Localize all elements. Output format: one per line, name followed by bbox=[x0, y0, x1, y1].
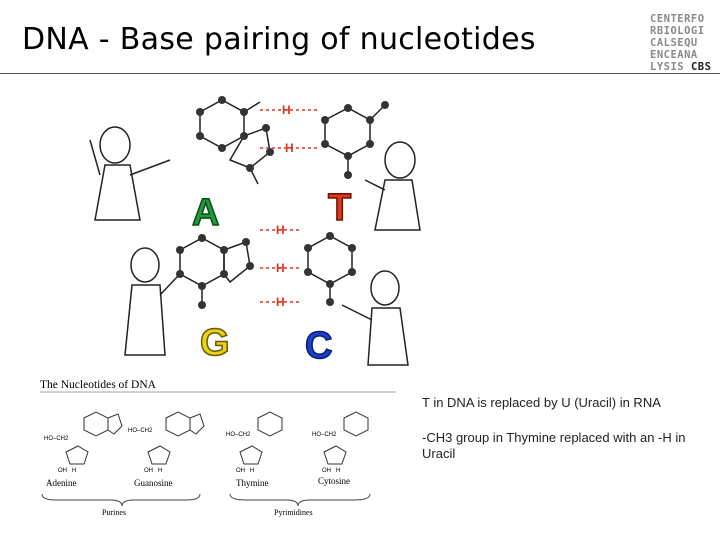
scientist-cartoon bbox=[89, 126, 171, 221]
atom-label: H bbox=[336, 468, 340, 474]
atom-label: HO–CH2 bbox=[128, 428, 153, 434]
logo-line: RBIOLOGI bbox=[650, 25, 705, 37]
logo-line: CENTERFO bbox=[650, 13, 705, 25]
note-uracil: T in DNA is replaced by U (Uracil) in RN… bbox=[422, 395, 661, 410]
logo-line: CALSEQU bbox=[650, 37, 698, 49]
atom-label: HO–CH2 bbox=[312, 432, 337, 438]
atom-label: OH bbox=[144, 468, 153, 474]
atom-label: OH bbox=[322, 468, 331, 474]
scientist-cartoon bbox=[124, 247, 179, 356]
logo-line-text: LYSIS bbox=[650, 61, 685, 73]
letter-g: G bbox=[200, 322, 230, 364]
logo-cbs: CBS bbox=[690, 61, 712, 73]
nucleotide-name: Thymine bbox=[236, 478, 269, 488]
base-pairing-illustration: H H H H H A T G C bbox=[89, 96, 421, 368]
h-bond-label: H bbox=[285, 141, 294, 155]
atom-label: HO–CH2 bbox=[226, 432, 251, 438]
at-atoms bbox=[196, 96, 389, 179]
atom-label: OH bbox=[58, 468, 67, 474]
scientist-cartoon bbox=[341, 270, 409, 366]
letter-t: T bbox=[328, 187, 351, 229]
gc-atoms bbox=[176, 232, 356, 309]
group-label: Pyrimidines bbox=[274, 508, 313, 517]
h-bond-label: H bbox=[282, 103, 291, 117]
h-bond-label: H bbox=[276, 223, 285, 237]
molecule-structures bbox=[65, 411, 369, 465]
slide-title: DNA - Base pairing of nucleotides bbox=[22, 22, 536, 57]
atom-label: H bbox=[158, 468, 162, 474]
nucleotides-diagram: The Nucleotides of DNA HO–CH2 HO–CH2 HO–… bbox=[40, 379, 396, 517]
nucleotides-heading: The Nucleotides of DNA bbox=[40, 379, 157, 391]
note-ch3-group: -CH3 group in Thymine replaced with an -… bbox=[422, 430, 686, 461]
cbs-logo: CENTERFO RBIOLOGI CALSEQU ENCEANA LYSIS … bbox=[650, 13, 714, 73]
h-bond-label: H bbox=[276, 261, 285, 275]
title-divider bbox=[0, 73, 720, 74]
nucleotide-name: Adenine bbox=[46, 478, 77, 488]
gc-hydrogen-bonds bbox=[260, 229, 302, 303]
group-label: Purines bbox=[102, 508, 126, 517]
nucleotide-name: Guanosine bbox=[134, 478, 173, 488]
logo-line: ENCEANA bbox=[650, 49, 698, 61]
nucleotide-name: Cytosine bbox=[318, 476, 350, 486]
atom-label: H bbox=[72, 468, 76, 474]
atom-label: HO–CH2 bbox=[44, 436, 69, 442]
atom-label: OH bbox=[236, 468, 245, 474]
letter-c: C bbox=[305, 325, 332, 367]
scientist-cartoon bbox=[364, 141, 421, 231]
gc-pair-structure bbox=[179, 235, 353, 305]
logo-line: LYSIS CBS bbox=[650, 61, 714, 73]
atom-label: H bbox=[250, 468, 254, 474]
h-bond-label: H bbox=[276, 295, 285, 309]
letter-a: A bbox=[192, 192, 219, 234]
purines-bracket bbox=[41, 493, 201, 507]
at-hydrogen-bonds bbox=[260, 109, 318, 149]
pyrimidines-bracket bbox=[229, 493, 371, 507]
